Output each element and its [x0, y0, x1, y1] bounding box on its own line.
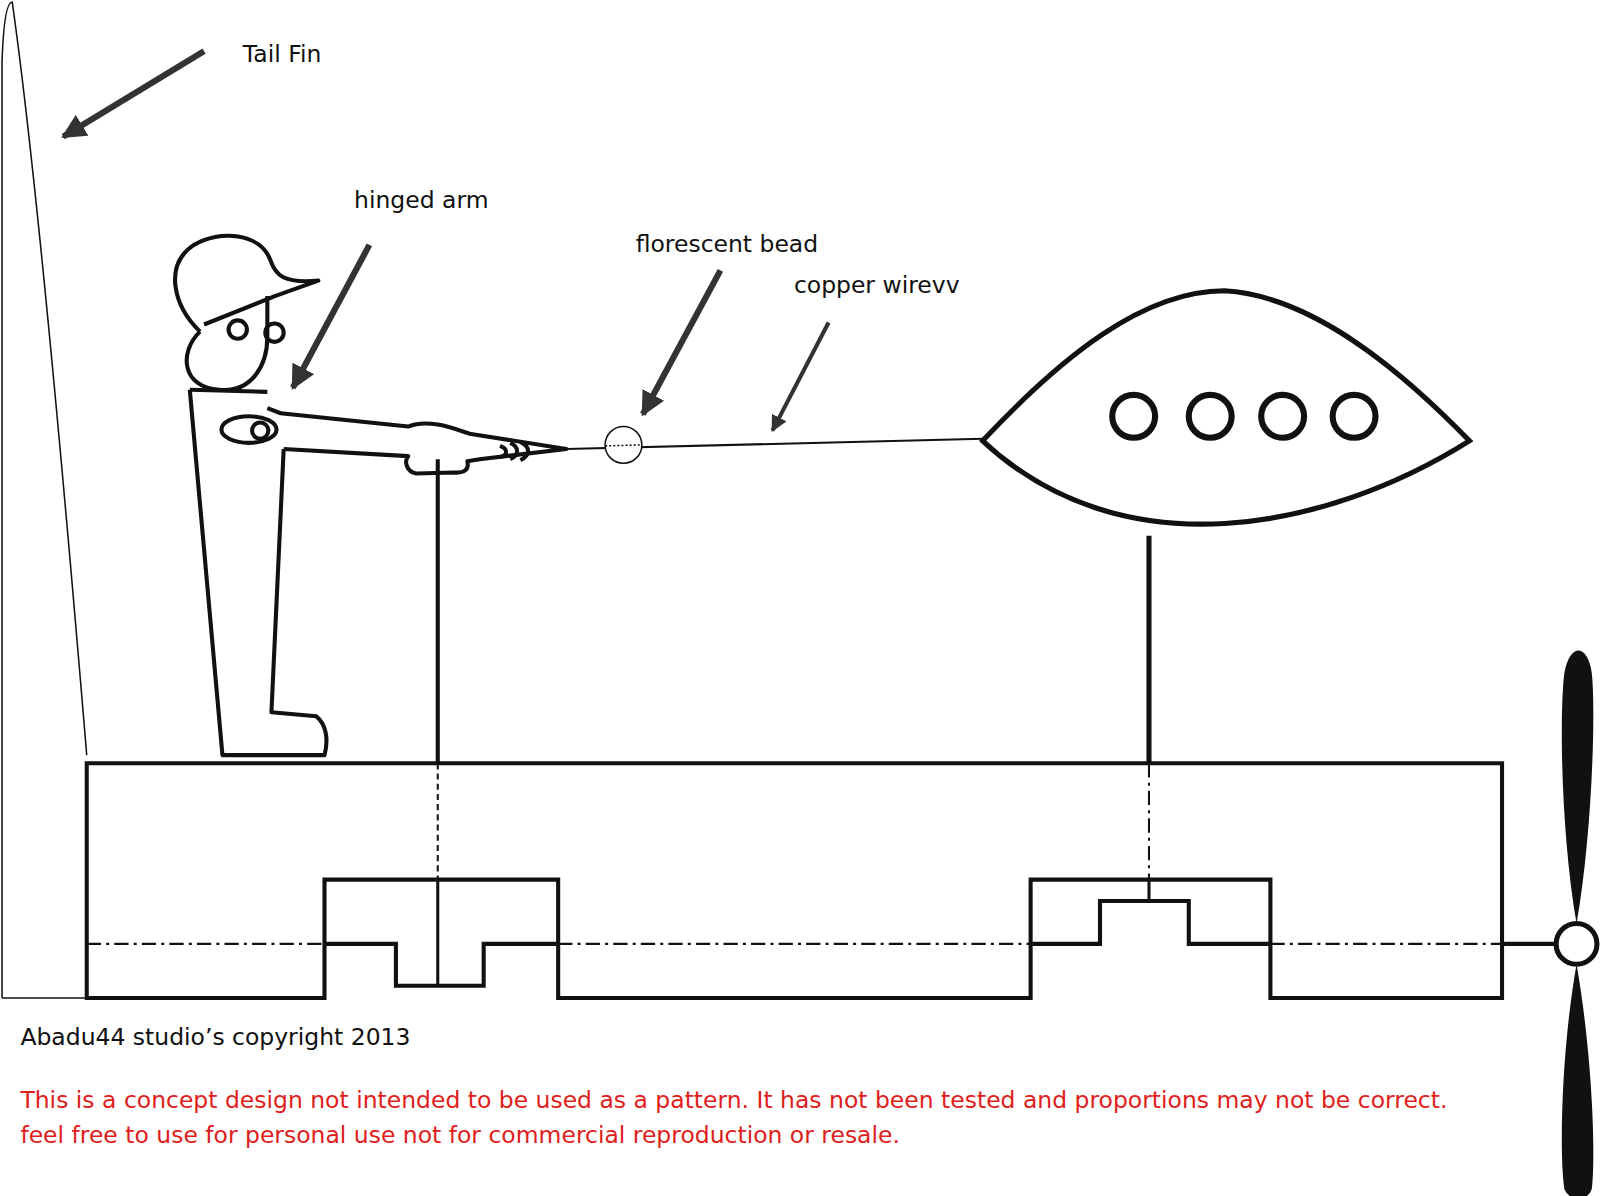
figure [175, 236, 566, 755]
leader-arrow [772, 322, 828, 430]
tail-fin-base [2, 997, 87, 999]
propeller-blade [1562, 964, 1594, 1196]
tail-fin [2, 2, 87, 998]
propeller-blade [1562, 651, 1594, 924]
disclaimer-note: This is a concept design not intended to… [20, 1087, 1447, 1115]
base-box [87, 763, 1502, 998]
axle-line [87, 943, 1502, 945]
crank-cam [324, 944, 558, 986]
ufo [983, 291, 1470, 524]
callout-label: copper wirevv [794, 271, 960, 299]
callout-label: Tail Fin [243, 41, 322, 69]
push-rod [436, 880, 439, 986]
leader-arrow [643, 270, 721, 414]
leader-arrow [63, 51, 204, 137]
fluorescent-bead [605, 427, 642, 464]
callout-label: florescent bead [636, 231, 818, 259]
propeller-hub [1556, 923, 1597, 964]
push-rod [1146, 536, 1151, 764]
disclaimer-note: feel free to use for personal use not fo… [20, 1121, 900, 1149]
push-rod [436, 459, 440, 763]
copyright-note: Abadu44 studio’s copyright 2013 [20, 1023, 410, 1051]
push-rod [1147, 880, 1150, 901]
porthole [1112, 395, 1375, 438]
wire-in-bead [605, 445, 642, 446]
crank-cam [1031, 901, 1271, 944]
push-rod [437, 763, 439, 879]
push-rod [1148, 763, 1150, 879]
leader-arrow [293, 245, 370, 388]
axle [1502, 942, 1556, 946]
callout-label: hinged arm [354, 187, 488, 215]
